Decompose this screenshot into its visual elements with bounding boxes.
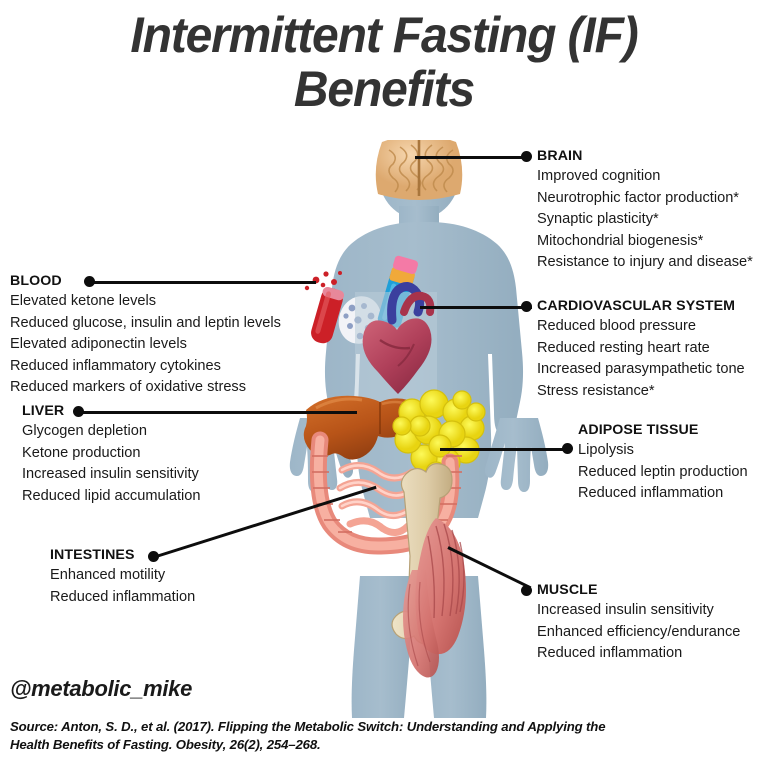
callout-item: Synaptic plasticity* [537,211,659,227]
callout-item: Elevated adiponectin levels [10,336,187,352]
callout-brain: BRAIN Improved cognition Neurotrophic fa… [537,147,753,274]
source-citation: Source: Anton, S. D., et al. (2017). Fli… [10,719,606,752]
callout-item: Ketone production [22,444,141,461]
callout-item: Reduced glucose, insulin and leptin leve… [10,314,281,331]
callout-heading-muscle: MUSCLE [537,582,598,598]
leader-line-blood [88,281,316,284]
author-handle: @metabolic_mike [10,676,193,701]
callout-item: Reduced inflammation [50,588,196,605]
callout-adipose: ADIPOSE TISSUE Lipolysis Reduced leptin … [578,421,748,505]
callout-heading-adipose: ADIPOSE TISSUE [578,422,699,438]
callout-item: Reduced blood pressure [537,318,697,334]
human-body-silhouette [289,140,549,720]
callout-item: Increased insulin sensitivity [22,466,199,482]
leader-dot-liver [73,406,84,417]
callout-heading-cardiovascular: CARDIOVASCULAR SYSTEM [537,298,736,314]
callout-item: Reduced leptin production [578,463,748,480]
callout-item: Stress resistance* [537,382,655,399]
leader-dot-intestines [148,551,159,562]
callout-heading-brain: BRAIN [537,148,583,164]
leader-dot-brain [521,151,532,162]
callout-item: Mitochondrial biogenesis* [537,232,704,249]
callout-item: Reduced inflammation [578,485,724,501]
callout-cardiovascular: CARDIOVASCULAR SYSTEM Reduced blood pres… [537,297,745,402]
callout-item: Reduced markers of oxidative stress [10,379,247,395]
leader-dot-blood [84,276,95,287]
callout-item: Lipolysis [578,442,634,458]
callout-item: Reduced inflammatory cytokines [10,357,221,374]
callout-heading-intestines: INTESTINES [50,547,135,563]
callout-item: Glycogen depletion [22,423,147,439]
leader-dot-adipose [562,443,573,454]
callout-item: Elevated ketone levels [10,293,157,309]
callout-liver: LIVER Glycogen depletion Ketone producti… [22,402,200,507]
leader-dot-cardiovascular [521,301,532,312]
leader-line-adipose [440,448,566,451]
callout-item: Reduced lipid accumulation [22,487,201,504]
callout-item: Increased parasympathetic tone [537,361,745,377]
leader-line-brain [415,156,531,159]
leader-dot-muscle [521,585,532,596]
callout-item: Increased insulin sensitivity [537,602,714,618]
callout-heading-liver: LIVER [22,403,65,419]
callout-item: Reduced inflammation [537,645,683,661]
leader-line-liver [77,411,357,414]
callout-item: Enhanced motility [50,567,166,583]
leader-line-cardiovascular [420,306,532,309]
callout-item: Reduced resting heart rate [537,339,710,356]
callout-heading-blood: BLOOD [10,273,62,289]
callout-intestines: INTESTINES Enhanced motility Reduced inf… [50,546,195,608]
page-title: Intermittent Fasting (IF) Benefits [130,7,638,117]
callout-item: Resistance to injury and disease* [537,254,753,270]
callout-blood: BLOOD Elevated ketone levels Reduced glu… [10,272,281,399]
callout-item: Enhanced efficiency/endurance [537,623,741,640]
callout-muscle: MUSCLE Increased insulin sensitivity Enh… [537,581,740,665]
callout-item: Neurotrophic factor production* [537,189,739,206]
callout-item: Improved cognition [537,168,661,184]
